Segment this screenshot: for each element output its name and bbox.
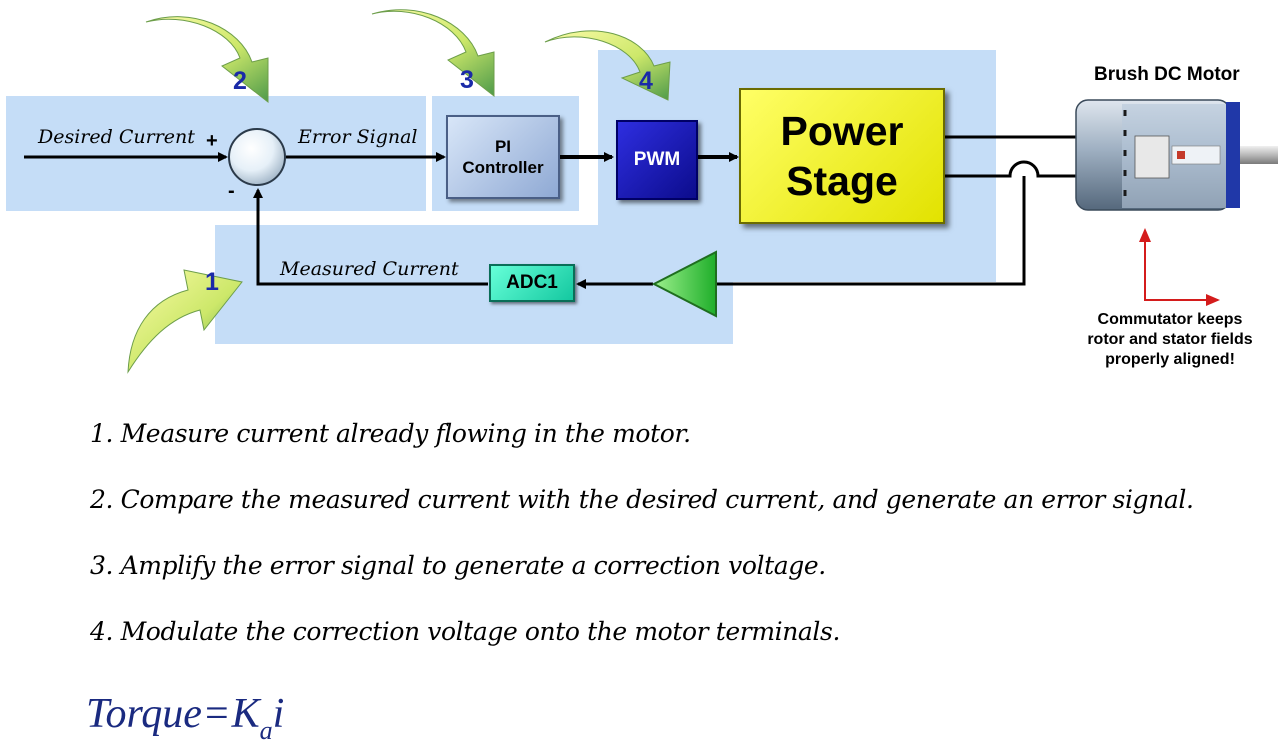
pwm-block: PWM — [616, 120, 698, 200]
amplifier-icon — [651, 250, 717, 318]
measured-current-wire — [253, 188, 488, 286]
power-stage-block: Power Stage — [739, 88, 945, 224]
commutator-note-line3: properly aligned! — [1105, 351, 1235, 368]
steps-list: 1. Measure current already flowing in th… — [90, 405, 1270, 669]
formula-k: K — [231, 691, 260, 737]
step-marker-3: 3 — [460, 66, 474, 94]
commutator-note-line2: rotor and stator fields — [1087, 331, 1253, 348]
formula-subscript: a — [259, 716, 273, 745]
step-arrow-1 — [127, 269, 243, 374]
desired-current-label: Desired Current — [38, 126, 195, 148]
pi-controller-block: PI Controller — [446, 115, 560, 199]
step-marker-2: 2 — [233, 67, 247, 95]
pi-label-line2: Controller — [462, 158, 544, 177]
motor-title: Brush DC Motor — [1094, 64, 1240, 85]
step-arrow-2 — [145, 16, 269, 104]
motor-icon — [1075, 99, 1278, 211]
adc-block: ADC1 — [489, 264, 575, 302]
pi-label-line1: PI — [494, 137, 512, 156]
adc-label: ADC1 — [506, 272, 558, 293]
summing-junction — [228, 128, 286, 186]
formula-lhs: Torque — [86, 691, 202, 737]
commutator-pointer — [1139, 228, 1220, 306]
step-item-4: 4. Modulate the correction voltage onto … — [90, 617, 840, 646]
current-control-diagram: 2 3 4 1 Desired Current + - Error Signal… — [6, 9, 1284, 374]
error-signal-label: Error Signal — [298, 126, 418, 148]
step-marker-4: 4 — [639, 67, 653, 95]
step-arrow-4 — [544, 30, 671, 101]
pwm-label: PWM — [633, 149, 681, 170]
step-item-1: 1. Measure current already flowing in th… — [90, 419, 691, 448]
step-arrow-3 — [371, 9, 495, 98]
step-item-2: 2. Compare the measured current with the… — [90, 485, 1194, 514]
formula-var: i — [272, 691, 285, 737]
step-marker-1: 1 — [205, 268, 219, 296]
measured-current-label: Measured Current — [280, 258, 459, 280]
plus-sign: + — [206, 130, 218, 152]
commutator-note-line1: Commutator keeps — [1097, 311, 1243, 328]
step-item-3: 3. Amplify the error signal to generate … — [90, 551, 826, 580]
power-label-line1: Power — [780, 108, 904, 154]
commutator-note: Commutator keeps rotor and stator fields… — [1054, 310, 1284, 370]
formula-equals: = — [204, 691, 229, 737]
panel-compare — [6, 96, 426, 211]
current-sense-wire — [716, 176, 1026, 286]
torque-formula: Torque=Kai — [86, 690, 285, 745]
minus-sign: - — [228, 180, 235, 202]
motor-lead-bottom — [945, 160, 1078, 178]
power-label-line2: Stage — [786, 158, 898, 204]
